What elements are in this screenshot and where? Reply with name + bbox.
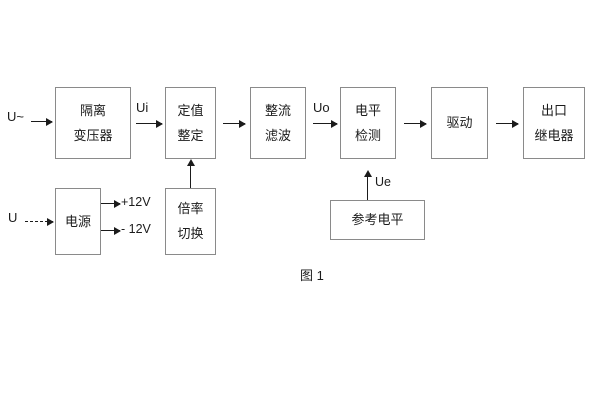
- signal-label-ui: Ui: [136, 100, 149, 115]
- block-output-relay-line1: 出口: [540, 102, 567, 118]
- block-setting-value-line2: 整定: [177, 127, 204, 143]
- signal-label-uo: Uo: [313, 100, 330, 115]
- block-isolation-transformer: 隔离 变压器: [55, 87, 131, 159]
- block-rectifier-filter: 整流 滤波: [250, 87, 306, 159]
- block-level-detection: 电平 检测: [340, 87, 396, 159]
- arrow-power-supply-positive-rail: [101, 199, 121, 208]
- block-reference-level: 参考电平: [330, 200, 425, 240]
- arrow-level-detection-to-drive: [404, 119, 427, 128]
- arrow-rectifier-filter-to-level-detection: [313, 119, 338, 128]
- rail-label-positive: +12V: [121, 195, 151, 209]
- block-rectifier-filter-line2: 滤波: [264, 127, 291, 143]
- arrow-ratio-switch-to-setting-value: [186, 159, 195, 188]
- block-ratio-switch-line1: 倍率: [177, 201, 204, 217]
- arrow-dc-input-to-power-supply: [25, 218, 54, 226]
- block-level-detection-line2: 检测: [354, 127, 381, 143]
- block-ratio-switch: 倍率 切换: [165, 188, 216, 255]
- block-drive-line1: 驱动: [446, 115, 473, 131]
- arrow-drive-to-output-relay: [496, 119, 519, 128]
- block-isolation-transformer-line2: 变压器: [73, 127, 113, 143]
- ac-input-label: U~: [7, 109, 24, 124]
- rail-label-negative: - 12V: [121, 222, 151, 236]
- arrow-power-supply-negative-rail: [101, 226, 121, 235]
- arrow-setting-value-to-rectifier-filter: [223, 119, 246, 128]
- figure-caption: 图 1: [300, 268, 324, 283]
- block-setting-value: 定值 整定: [165, 87, 216, 159]
- arrow-ac-input-to-isolation-transformer: [31, 117, 53, 126]
- dc-input-label: U: [8, 210, 18, 225]
- arrow-isolation-transformer-to-setting-value: [136, 119, 163, 128]
- block-output-relay: 出口 继电器: [523, 87, 585, 159]
- arrow-reference-level-to-level-detection: [363, 170, 372, 200]
- block-level-detection-line1: 电平: [354, 102, 381, 118]
- block-rectifier-filter-line1: 整流: [264, 102, 291, 118]
- block-isolation-transformer-line1: 隔离: [79, 102, 106, 118]
- block-drive: 驱动: [431, 87, 488, 159]
- block-power-supply-line1: 电源: [64, 213, 91, 229]
- block-setting-value-line1: 定值: [177, 102, 204, 118]
- block-power-supply: 电源: [55, 188, 101, 255]
- block-reference-level-line1: 参考电平: [351, 212, 404, 228]
- block-ratio-switch-line2: 切换: [177, 226, 204, 241]
- block-output-relay-line2: 继电器: [534, 127, 574, 143]
- signal-label-ue: Ue: [375, 175, 391, 189]
